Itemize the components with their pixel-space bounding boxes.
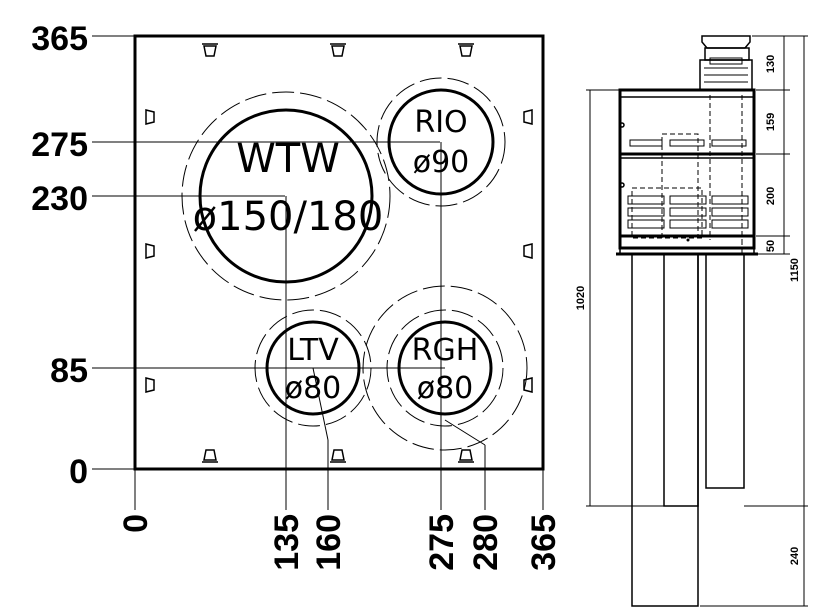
x-tick-365: 365: [525, 514, 563, 571]
opening-wtw: WTW ø150/180: [181, 91, 391, 301]
x-tick-135: 135: [268, 514, 306, 571]
clip-bottom-1: [202, 449, 218, 463]
y-tick-275: 275: [31, 126, 88, 164]
dim-200: 200: [765, 187, 777, 205]
dim-1020: 1020: [575, 286, 587, 310]
x-tick-275: 275: [423, 514, 461, 571]
side-view: 130 159 200 50 1150 240 1020: [575, 35, 808, 607]
opening-wtw-diameter: ø150/180: [193, 194, 384, 240]
plate-top-view: WTW ø150/180 RIO ø90 LTV ø80 RGH ø80: [31, 20, 563, 571]
plate-outline: [133, 34, 545, 471]
terminal-cap: [699, 35, 753, 91]
clip-left-3: [145, 377, 155, 393]
dim-159: 159: [765, 113, 777, 131]
ref-line-x280: [444, 419, 486, 446]
dim-1150: 1150: [789, 258, 801, 282]
opening-rgh-diameter: ø80: [417, 371, 474, 406]
ref-line-x160: [312, 367, 329, 441]
clip-right-2: [523, 243, 533, 259]
opening-rgh-name: RGH: [412, 333, 479, 368]
y-tick-230: 230: [31, 180, 88, 218]
pipes: [631, 240, 745, 607]
clip-bottom-2: [330, 449, 346, 463]
dim-130: 130: [765, 55, 777, 73]
clip-top-2: [330, 43, 346, 57]
x-tick-0: 0: [117, 514, 155, 533]
dim-50: 50: [765, 240, 777, 252]
opening-ltv: LTV ø80: [254, 309, 372, 427]
clip-right-3: [523, 377, 533, 393]
clip-top-1: [202, 43, 218, 57]
dim-240: 240: [789, 547, 801, 565]
clip-left-2: [145, 243, 155, 259]
opening-rio-diameter: ø90: [413, 145, 470, 180]
clip-right-1: [523, 109, 533, 125]
opening-ltv-name: LTV: [287, 333, 339, 368]
clip-top-3: [458, 43, 474, 57]
x-tick-280: 280: [467, 514, 505, 571]
clip-bottom-3: [458, 449, 474, 463]
clip-left-1: [145, 109, 155, 125]
mounting-clips: [145, 43, 533, 463]
base-plate: [616, 234, 758, 256]
y-tick-85: 85: [50, 352, 88, 390]
opening-rio: RIO ø90: [376, 77, 506, 207]
y-tick-365: 365: [31, 20, 88, 58]
y-tick-0: 0: [69, 453, 88, 491]
dimension-lines: 130 159 200 50 1150 240 1020: [575, 35, 808, 607]
opening-rgh: RGH ø80: [362, 285, 528, 451]
opening-wtw-name: WTW: [236, 136, 340, 182]
housing: [618, 88, 756, 240]
opening-rio-name: RIO: [414, 105, 467, 140]
x-tick-160: 160: [310, 514, 348, 571]
opening-ltv-diameter: ø80: [285, 371, 342, 406]
